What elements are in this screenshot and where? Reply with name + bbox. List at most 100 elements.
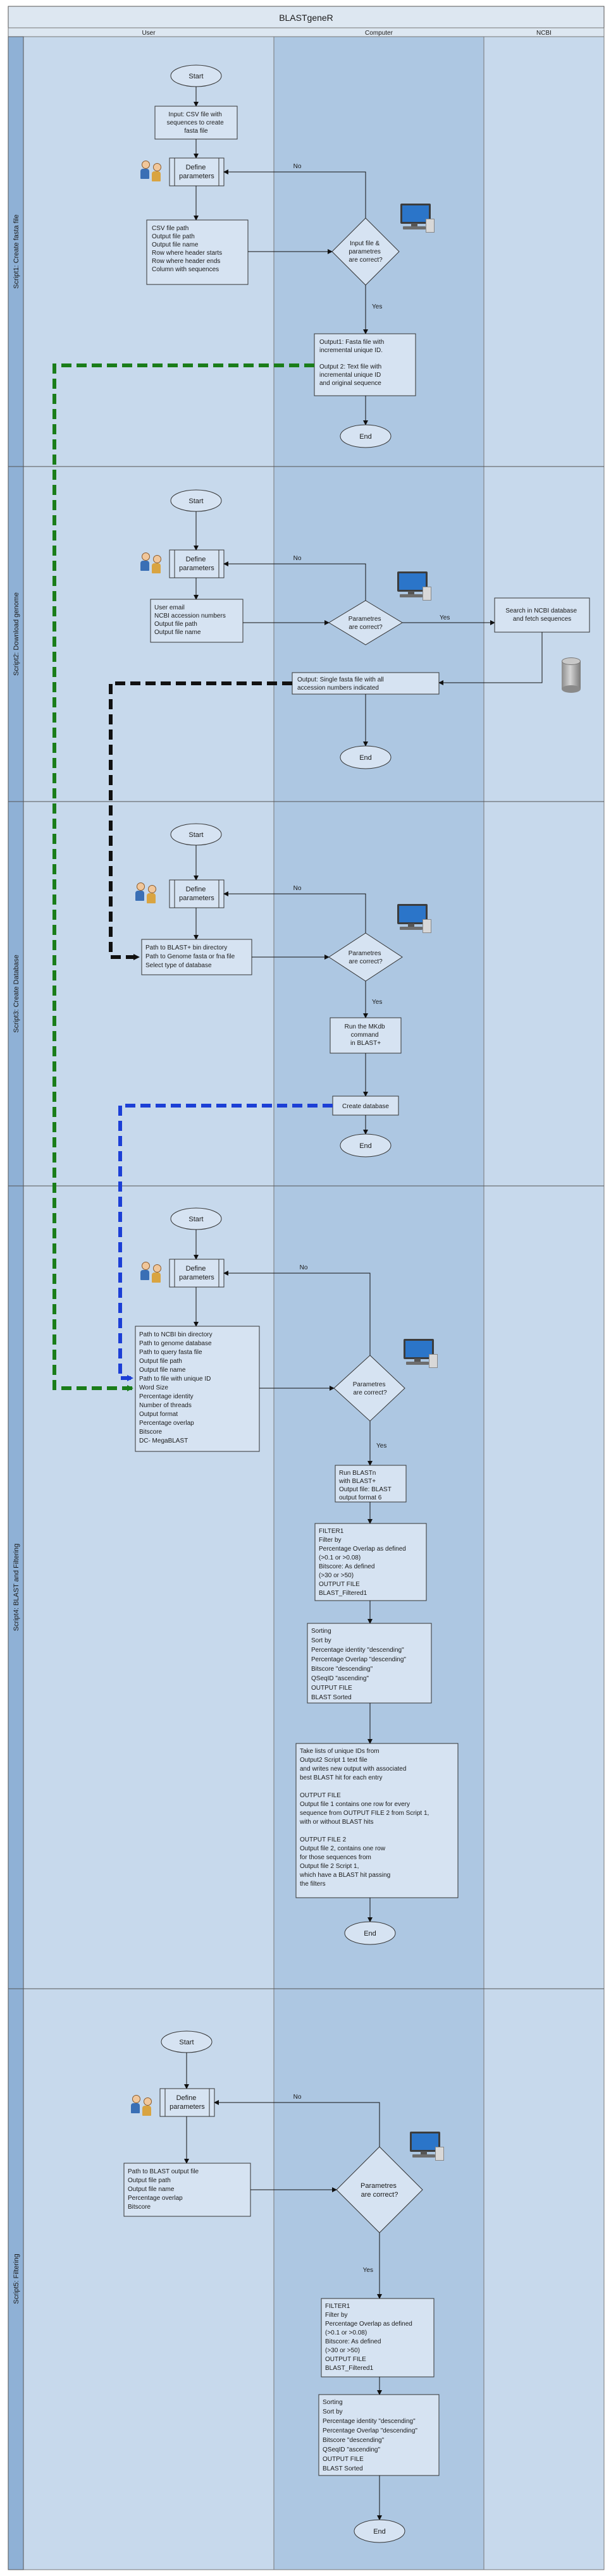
s4-define-text: Define parameters <box>179 1265 214 1281</box>
s2-output-box <box>292 672 440 695</box>
s2-params-box <box>150 599 244 643</box>
s2-ncbi-text: Search in NCBI database and fetch sequen… <box>505 607 579 623</box>
s5-arrow-no <box>214 2100 380 2147</box>
s2-define-text: Define parameters <box>179 556 214 572</box>
computer-icon <box>395 204 435 234</box>
s3-start-label: Start <box>188 831 203 839</box>
s5-yes-label: Yes <box>363 2267 373 2274</box>
s1-output-box <box>314 333 416 396</box>
s2-ncbi-box <box>494 597 590 633</box>
lane-header-ncbi: NCBI <box>536 30 552 37</box>
s1-input-text: Input: CSV file with sequences to create… <box>167 111 226 135</box>
s3-define-box <box>169 879 225 908</box>
s5-sort-text: Sorting Sort by Percentage identity "des… <box>323 2399 419 2472</box>
s4-yes-label: Yes <box>376 1443 386 1450</box>
s3-define-text: Define parameters <box>179 886 214 902</box>
s1-end <box>340 424 392 448</box>
s1-no-label: No <box>293 163 302 170</box>
s4-params-box <box>135 1326 260 1452</box>
section-label-2: Script2: Download genome <box>13 592 20 676</box>
s4-end-label: End <box>364 1930 376 1938</box>
computer-icon <box>405 2132 444 2162</box>
s4-sort-box <box>307 1623 432 1704</box>
s2-end <box>340 745 392 769</box>
s5-params-text: Path to BLAST output file Output file pa… <box>128 2168 201 2211</box>
users-icon <box>139 551 164 574</box>
users-icon <box>134 881 159 904</box>
lane-header-computer: Computer <box>365 30 393 37</box>
lane-header-user: User <box>142 30 156 37</box>
s3-no-label: No <box>293 885 302 892</box>
s1-end-label: End <box>359 433 372 441</box>
section-band-4 <box>8 1185 24 1989</box>
lane-ncbi <box>483 36 605 2570</box>
lane-header-row <box>8 27 605 37</box>
s4-run-box <box>335 1465 407 1503</box>
s1-yes-label: Yes <box>372 303 382 310</box>
s4-no-label: No <box>300 1264 308 1271</box>
connector-blue-database-to-script4 <box>118 1104 333 1381</box>
section-label-5: Script5: Filtering <box>13 2254 20 2304</box>
s5-end-label: End <box>373 2528 386 2536</box>
s4-lists-text: Take lists of unique IDs from Output2 Sc… <box>299 1748 431 1888</box>
s5-end <box>354 2519 405 2543</box>
s4-arrow-no <box>223 1271 371 1355</box>
s2-yes-label: Yes <box>440 614 450 621</box>
database-server-icon <box>562 657 581 693</box>
section-band-5 <box>8 1988 24 2570</box>
s2-arrow-no <box>223 561 366 601</box>
s3-arrow-no <box>223 891 366 933</box>
diagram-title: BLASTgeneR <box>279 13 333 23</box>
computer-icon <box>392 904 431 934</box>
title-bar <box>8 6 605 28</box>
s5-define-text: Define parameters <box>170 2094 205 2111</box>
s5-params-box <box>123 2163 251 2217</box>
s4-define-box <box>169 1259 225 1288</box>
s3-params-box <box>141 939 252 975</box>
s2-start-label: Start <box>188 497 203 505</box>
s2-define-box <box>169 549 225 578</box>
section-band-2 <box>8 466 24 802</box>
s1-arrow-no <box>223 169 366 218</box>
s2-decision-text: Parametres are correct? <box>349 616 383 631</box>
connector-green-output2-to-script4 <box>52 363 314 1391</box>
s4-lists-box <box>295 1743 459 1898</box>
s3-end-label: End <box>359 1142 372 1150</box>
s2-end-label: End <box>359 754 372 762</box>
s4-decision-text: Parametres are correct? <box>353 1381 387 1396</box>
s5-filter-box <box>321 2298 435 2378</box>
s3-params-text: Path to BLAST+ bin directory Path to Gen… <box>145 944 237 969</box>
users-icon <box>139 1261 164 1283</box>
s3-end <box>340 1133 392 1157</box>
section-label-1: Script1: Create fasta file <box>13 214 20 288</box>
computer-icon <box>398 1339 438 1369</box>
s5-filter-text: FILTER1 Filter by Percentage Overlap as … <box>325 2303 414 2372</box>
s3-makedb-text: Run the MKdb command in BLAST+ <box>345 1023 387 1047</box>
s5-decision-text: Parametres are correct? <box>361 2182 398 2199</box>
s4-end <box>344 1921 396 1945</box>
s2-arrow-ncbi-output <box>438 632 543 685</box>
s1-params-box <box>146 219 249 285</box>
s5-define-box <box>159 2088 215 2117</box>
s4-sort-text: Sorting Sort by Percentage identity "des… <box>311 1628 408 1701</box>
section-label-4: Script4: BLAST and Filtering <box>13 1544 20 1632</box>
s4-start-label: Start <box>188 1216 203 1223</box>
s3-created-text: Create database <box>342 1103 389 1110</box>
s4-run-text: Run BLASTn with BLAST+ Output file: BLAS… <box>338 1470 393 1501</box>
users-icon <box>139 159 164 182</box>
s5-start-label: Start <box>179 2039 194 2046</box>
s1-output-text: Output1: Fasta file with incremental uni… <box>319 339 386 387</box>
s1-decision-text: Input file & parametres are correct? <box>349 240 383 264</box>
s3-yes-label: Yes <box>372 999 382 1006</box>
s1-params-text: CSV file path Output file path Output fi… <box>152 225 224 273</box>
s4-filter-text: FILTER1 Filter by Percentage Overlap as … <box>319 1528 408 1597</box>
s1-define-text: Define parameters <box>179 164 214 180</box>
section-label-3: Script3: Create Database <box>13 955 20 1033</box>
s5-sort-box <box>318 2394 440 2476</box>
s1-define-box <box>169 157 225 186</box>
s4-filter-box <box>314 1523 427 1601</box>
users-icon <box>130 2094 155 2116</box>
s2-decision <box>328 600 403 645</box>
s1-start-label: Start <box>188 73 203 80</box>
